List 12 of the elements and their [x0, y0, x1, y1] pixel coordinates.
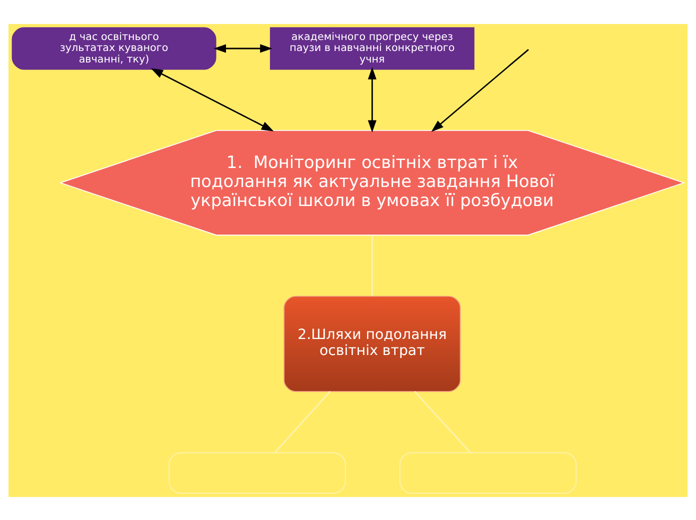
arrow: [214, 44, 272, 52]
node-box: 2.Шляхи подолання освітніх втрат: [284, 295, 461, 392]
arrow: [368, 66, 376, 132]
arrow: [150, 68, 274, 131]
node-box: д час освітнього зультатах куваного авчанні, тку): [12, 26, 216, 70]
connector: [414, 390, 471, 453]
node-box: [168, 452, 346, 494]
arrow: [431, 48, 529, 132]
connector: [371, 234, 373, 296]
connector: [274, 390, 331, 453]
node-box: [400, 452, 577, 494]
node-box: академічного прогресу через паузи в навчанні конкретного учня: [270, 26, 474, 70]
